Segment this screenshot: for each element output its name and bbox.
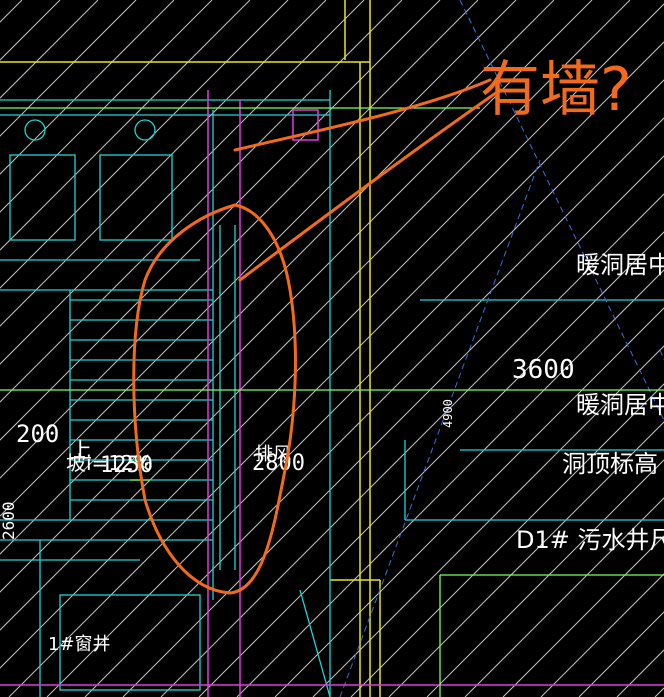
hatch-line [46,79,664,697]
annotation-markup [132,78,502,595]
hatch-line [160,193,664,697]
hatch-line [0,0,175,175]
window-well-label: 1#窗井 [48,634,111,655]
dim-2600-label: 2600 [0,501,18,540]
hatch-line [0,0,61,61]
annotation-question-text: 有墙? [480,55,632,125]
dim-3600-label: 3600 [512,355,575,385]
hatch-line [0,0,517,517]
hatch-line [464,497,664,697]
sewage-well-label: D1# 污水井尺 [516,526,664,554]
hatch-line [0,0,555,555]
hole-top-elevation-label: 洞顶标高 [562,450,658,478]
hatch-line [312,345,664,697]
hatch-line [0,0,289,289]
hole-center-label-1: 暖洞居中 [576,251,664,279]
magenta-linework [0,90,664,697]
hatch-line [0,0,99,99]
drawing-labels: 3600 4900 200 上 坡i=12% 1250 2800 排风 2600… [0,251,664,655]
hatch-line [388,421,664,697]
hatch-line [0,0,137,137]
hatch-line [84,117,664,697]
hatch-line [236,269,664,697]
dim-1250-label: 1250 [100,453,153,478]
dim-200-label: 200 [16,420,59,448]
hatch-line [122,155,664,697]
hatch-line [0,0,631,631]
yellow-linework [0,0,381,697]
hatch-line [502,535,664,697]
hatch-line [0,0,593,593]
hatch-line [540,573,664,697]
hatch-line [0,0,327,327]
hatch-line [0,0,251,251]
hatch-line [654,687,664,697]
cyan-linework [0,90,664,697]
hatch-line [0,0,365,365]
dim-4900-label: 4900 [441,399,455,428]
hatch-line [0,0,441,441]
stair-up-label: 上 [70,439,92,464]
hatch-line [350,383,664,697]
exhaust-label: 排风 [255,444,291,465]
hatch-line [0,0,479,479]
hatch-line [0,0,213,213]
dim-2800-label: 2800 [252,451,305,476]
hatch-line [274,307,664,697]
hatch-line [426,459,664,697]
green-linework [0,107,664,697]
hole-center-label-2: 暖洞居中 [576,391,664,419]
hatch-line [198,231,664,697]
dashed-linework [339,0,664,697]
hatch-line [0,0,23,23]
hatch-line [8,41,664,697]
hatch-line [0,0,403,403]
